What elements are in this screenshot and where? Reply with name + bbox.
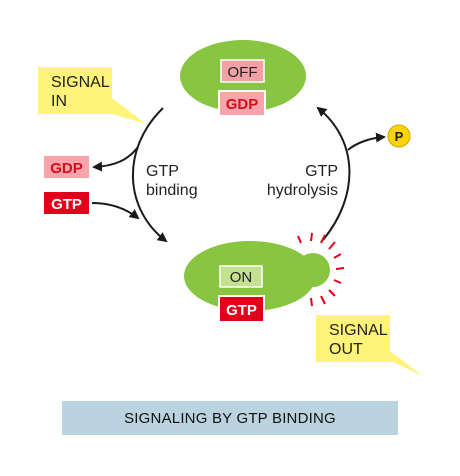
phosphate-circle xyxy=(387,124,411,148)
signal-in-line2: IN xyxy=(51,93,67,110)
incoming-gtp-label: GTP xyxy=(51,196,82,213)
on-protein: ON GTP xyxy=(184,232,345,323)
signal-out-line2: OUT xyxy=(329,341,363,358)
left-inputs: GDP GTP xyxy=(44,146,140,220)
off-gdp-label: GDP xyxy=(226,96,259,113)
phosphate-label: P xyxy=(395,129,404,144)
released-gdp-label: GDP xyxy=(50,160,83,177)
on-gtp-label: GTP xyxy=(226,302,257,319)
signal-in-line1: SIGNAL xyxy=(51,74,110,91)
gtp-binding-arrow xyxy=(132,107,168,243)
off-label: OFF xyxy=(228,64,258,81)
off-protein: OFF GDP xyxy=(180,40,306,117)
released-gdp-box xyxy=(44,156,89,178)
incoming-gtp-box xyxy=(44,192,89,214)
gtp-hydrolysis-arrow xyxy=(316,106,351,241)
phosphate: P xyxy=(387,124,411,148)
gtp-hydrolysis-line2: hydrolysis xyxy=(267,182,338,199)
active-glow-rays xyxy=(297,232,345,307)
phosphate-release-arrow xyxy=(347,132,386,151)
off-label-box xyxy=(220,59,265,83)
figure-caption: SIGNALING BY GTP BINDING xyxy=(62,401,398,435)
gtp-binding-line1: GTP xyxy=(146,163,179,180)
gtp-binding-line2: binding xyxy=(146,182,198,199)
on-label: ON xyxy=(230,269,253,286)
gtp-entry-arrow xyxy=(91,202,140,220)
off-gdp-box xyxy=(218,90,266,117)
gtp-hydrolysis-line1: GTP xyxy=(305,163,338,180)
on-gtp-box xyxy=(218,295,265,323)
signal-in-callout: SIGNAL IN xyxy=(38,67,146,124)
gdp-release-arrow xyxy=(92,146,139,172)
signal-out-line1: SIGNAL xyxy=(329,322,388,339)
on-label-box xyxy=(219,265,263,288)
on-protein-bulge xyxy=(296,253,330,287)
signal-out-callout: SIGNAL OUT xyxy=(316,315,423,376)
